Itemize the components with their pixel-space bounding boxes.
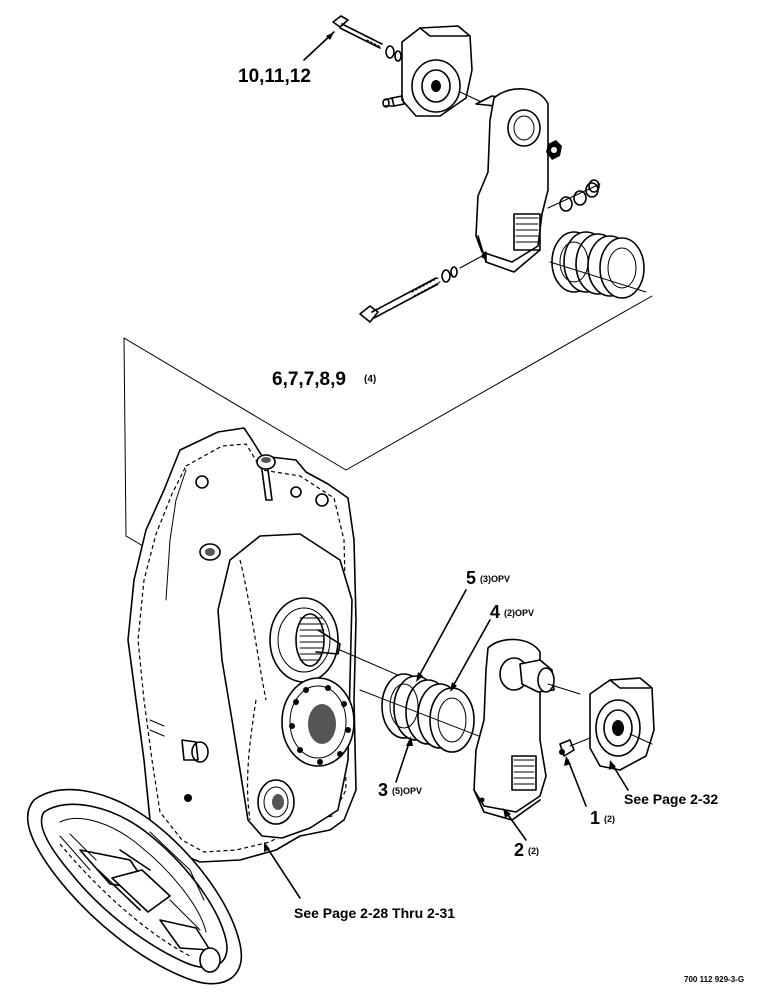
top-springs <box>549 231 647 299</box>
callout-6-9: 6,7,7,8,9 <box>272 369 346 390</box>
drawing-number: 700 112 929-3-G <box>684 975 744 984</box>
callout-1-qty: (2) <box>604 814 615 824</box>
top-bolt <box>332 15 402 62</box>
callout-2-qty: (2) <box>528 846 539 856</box>
top-nut <box>546 140 562 160</box>
callout-3: 3 <box>378 780 388 800</box>
callout-4-qty: (2)OPV <box>504 608 534 618</box>
callout-5-qty: (3)OPV <box>480 574 510 584</box>
callout-2: 2 <box>514 840 524 860</box>
connection-lines <box>123 295 653 557</box>
callout-3-qty: (5)OPV <box>392 786 422 796</box>
callout-4: 4 <box>490 602 500 622</box>
ref-see-page-2-32: See Page 2-32 <box>624 791 718 807</box>
callout-1: 1 <box>590 808 600 828</box>
top-bearing-flange <box>382 25 473 117</box>
top-washers <box>547 179 601 212</box>
lower-bearing-flange <box>589 677 655 771</box>
callout-10-11-12: 10,11,12 <box>238 66 311 87</box>
callout-5: 5 <box>466 568 476 588</box>
gearbox-housing <box>127 427 401 863</box>
flywheel <box>26 788 243 985</box>
callout-6-9-qty: (4) <box>364 374 376 385</box>
long-bolt <box>359 255 483 323</box>
leader-lines <box>264 31 629 899</box>
lower-arm <box>473 638 581 821</box>
lower-springs <box>359 673 521 753</box>
top-arm <box>475 88 549 273</box>
ref-see-page-2-28: See Page 2-28 Thru 2-31 <box>294 905 455 921</box>
